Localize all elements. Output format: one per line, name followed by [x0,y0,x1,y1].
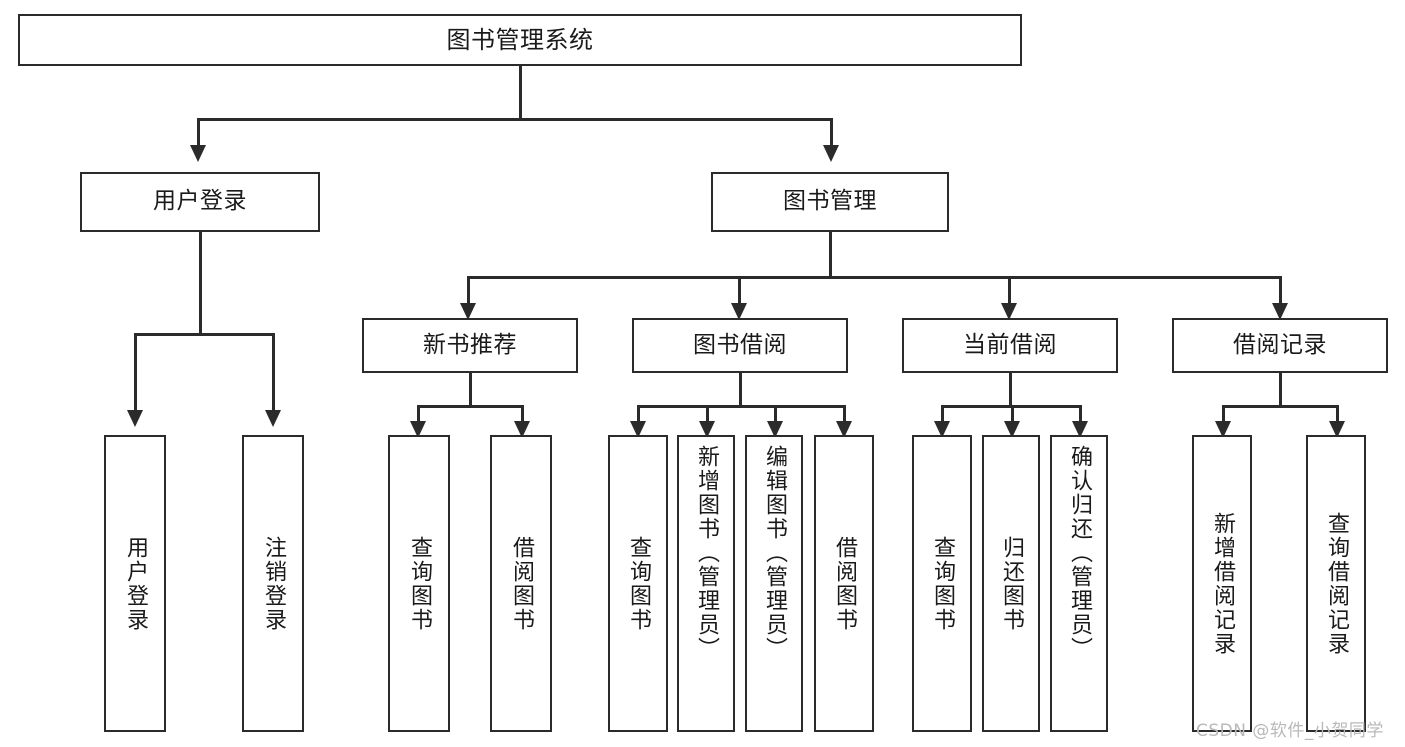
node-label: 图书管理 [783,188,877,215]
connector-root-to-book-management [830,118,833,147]
leaf-book-borrow-edit[interactable]: 编辑图书（管理员） [745,435,803,732]
connector-book-borrow-c4 [843,405,846,423]
node-label: 新书推荐 [423,331,517,358]
node-label: 图书管理系统 [446,25,594,54]
arrowhead-user-login-leaf2 [265,410,281,427]
node-label: 查询图书 [406,535,432,632]
connector-bm-to-current-borrow [1008,276,1011,305]
node-label: 当前借阅 [963,331,1057,358]
connector-new-book-stem [469,373,472,407]
leaf-current-borrow-confirm-return[interactable]: 确认归还（管理员） [1050,435,1108,732]
connector-borrow-record-c2 [1336,405,1339,423]
node-label: 借阅记录 [1233,331,1327,358]
arrowhead-to-current-borrow [1001,303,1017,320]
arrowhead-user-login-leaf1 [127,410,143,427]
connector-current-borrow-stem [1009,373,1012,407]
node-label: 借阅图书 [508,535,534,632]
node-new-book-recommend[interactable]: 新书推荐 [362,318,578,373]
connector-new-book-bar [417,405,524,408]
connector-bm-to-borrow-record [1279,276,1282,305]
connector-new-book-left [417,405,420,423]
node-borrow-record[interactable]: 借阅记录 [1172,318,1388,373]
node-root-book-management-system[interactable]: 图书管理系统 [18,14,1022,66]
arrowhead-to-borrow-record [1272,303,1288,320]
connector-root-bar [197,118,832,121]
node-current-borrow[interactable]: 当前借阅 [902,318,1118,373]
connector-book-management-stem [829,232,832,278]
connector-user-login-left [134,333,137,412]
leaf-borrow-record-add[interactable]: 新增借阅记录 [1192,435,1252,732]
arrowhead-to-book-management [823,145,839,162]
node-label: 用户登录 [153,188,247,215]
node-label: 归还图书 [998,535,1024,632]
connector-current-borrow-c3 [1079,405,1082,423]
connector-borrow-record-stem [1279,373,1282,407]
arrowhead-borrow-record-leaf1 [1215,421,1231,438]
leaf-book-borrow-query[interactable]: 查询图书 [608,435,668,732]
node-label: 确认归还（管理员） [1066,445,1092,661]
connector-user-login-stem [199,232,202,335]
connector-book-borrow-stem [739,373,742,407]
leaf-book-borrow-borrow[interactable]: 借阅图书 [814,435,874,732]
arrowhead-to-user-login [190,145,206,162]
node-label: 查询图书 [625,535,651,632]
connector-borrow-record-c1 [1222,405,1225,423]
csdn-watermark: CSDN @软件_小贺同学 [1196,721,1384,741]
node-label: 注销登录 [260,535,286,632]
leaf-borrow-record-query[interactable]: 查询借阅记录 [1306,435,1366,732]
leaf-book-borrow-add[interactable]: 新增图书（管理员） [677,435,735,732]
arrowhead-current-borrow-leaf3 [1072,421,1088,438]
node-label: 新增图书（管理员） [693,445,719,661]
leaf-new-book-borrow[interactable]: 借阅图书 [490,435,552,732]
node-label: 查询图书 [929,535,955,632]
connector-book-borrow-c3 [774,405,777,423]
connector-root-stem [519,66,522,120]
node-book-borrow[interactable]: 图书借阅 [632,318,848,373]
leaf-current-borrow-return[interactable]: 归还图书 [982,435,1040,732]
leaf-current-borrow-query[interactable]: 查询图书 [912,435,972,732]
arrowhead-current-borrow-leaf1 [934,421,950,438]
connector-user-login-bar [134,333,274,336]
node-label: 借阅图书 [831,535,857,632]
node-label: 用户登录 [122,535,148,632]
node-user-login[interactable]: 用户登录 [80,172,320,232]
connector-book-management-bar [467,276,1279,279]
connector-new-book-right [521,405,524,423]
node-label: 图书借阅 [693,331,787,358]
arrowhead-book-borrow-leaf1 [630,421,646,438]
node-label: 新增借阅记录 [1209,511,1235,656]
node-label: 查询借阅记录 [1323,511,1349,656]
connector-user-login-right [272,333,275,412]
connector-borrow-record-bar [1222,405,1338,408]
connector-book-borrow-c1 [637,405,640,423]
arrowhead-new-book-leaf1 [410,421,426,438]
leaf-user-login-login[interactable]: 用户登录 [104,435,166,732]
arrowhead-book-borrow-leaf2 [699,421,715,438]
arrowhead-to-book-borrow [731,303,747,320]
node-label: 编辑图书（管理员） [761,445,787,661]
arrowhead-new-book-leaf2 [514,421,530,438]
arrowhead-borrow-record-leaf2 [1329,421,1345,438]
arrowhead-current-borrow-leaf2 [1004,421,1020,438]
connector-current-borrow-c1 [941,405,944,423]
arrowhead-to-new-book-recommend [460,303,476,320]
node-book-management[interactable]: 图书管理 [711,172,949,232]
arrowhead-book-borrow-leaf3 [767,421,783,438]
connector-book-borrow-bar [637,405,846,408]
arrowhead-book-borrow-leaf4 [836,421,852,438]
connector-current-borrow-c2 [1011,405,1014,423]
leaf-new-book-query[interactable]: 查询图书 [388,435,450,732]
connector-bm-to-book-borrow [738,276,741,305]
connector-book-borrow-c2 [706,405,709,423]
connector-root-to-user-login [197,118,200,147]
leaf-user-login-logout[interactable]: 注销登录 [242,435,304,732]
connector-bm-to-new-book [467,276,470,305]
